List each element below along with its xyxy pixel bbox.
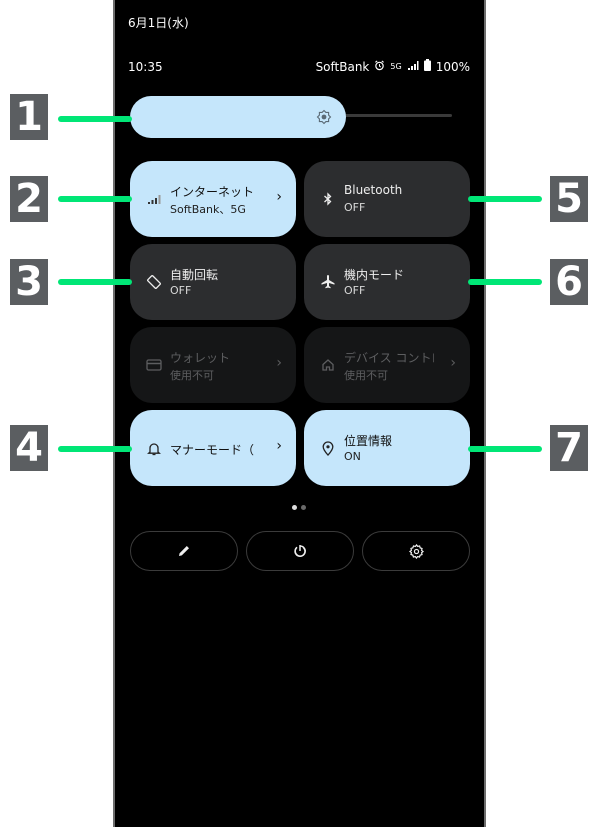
wallet-icon <box>144 355 164 375</box>
tile-bluetooth[interactable]: Bluetooth OFF <box>304 161 470 237</box>
tile-subtitle: OFF <box>344 284 366 297</box>
settings-button[interactable] <box>362 531 470 571</box>
chevron-right-icon: › <box>276 355 282 371</box>
tile-title: マナーモード（ <box>170 443 255 457</box>
date-label: 6月1日(水) <box>128 16 189 30</box>
battery-icon <box>423 59 431 74</box>
chevron-right-icon: › <box>276 189 282 205</box>
alarm-icon <box>374 59 385 74</box>
edit-button[interactable] <box>130 531 238 571</box>
airplane-icon <box>318 272 338 292</box>
power-icon <box>294 545 306 557</box>
tile-subtitle: 使用不可 <box>170 369 214 382</box>
tile-location[interactable]: 位置情報 ON <box>304 410 470 486</box>
location-pin-icon <box>318 438 338 458</box>
tile-subtitle: OFF <box>170 284 192 297</box>
tile-title: Bluetooth <box>344 183 403 197</box>
signal-icon <box>407 60 419 74</box>
chevron-right-icon: › <box>450 355 456 371</box>
tile-subtitle: OFF <box>344 201 366 214</box>
callout-line <box>468 446 542 452</box>
bell-icon <box>144 438 164 458</box>
tile-airplane-mode[interactable]: 機内モード OFF <box>304 244 470 320</box>
power-button[interactable] <box>246 531 354 571</box>
tile-subtitle: ON <box>344 450 361 463</box>
chevron-right-icon: › <box>276 438 282 454</box>
tile-device-controls: デバイス コントロール 使用不可 › <box>304 327 470 403</box>
status-bar: SoftBank 5G 100% <box>316 59 470 74</box>
callout-line <box>468 196 542 202</box>
brightness-track[interactable] <box>340 114 452 117</box>
bluetooth-icon <box>318 189 338 209</box>
callout-1: 1 <box>10 94 48 140</box>
page-dot-active <box>292 505 297 510</box>
network-type: 5G <box>390 62 402 71</box>
callout-7: 7 <box>550 425 588 471</box>
page-dot <box>301 505 306 510</box>
callout-line <box>58 279 132 285</box>
callout-line <box>58 196 132 202</box>
carrier-label: SoftBank <box>315 59 370 74</box>
tile-title: 位置情報 <box>344 434 393 448</box>
pencil-icon <box>179 546 189 556</box>
gear-icon <box>408 543 424 559</box>
callout-3: 3 <box>10 259 48 305</box>
tile-subtitle: SoftBank、5G <box>170 203 246 216</box>
signal-icon <box>144 189 164 209</box>
tile-internet[interactable]: インターネット SoftBank、5G › <box>130 161 296 237</box>
callout-line <box>58 116 132 122</box>
tile-title: 自動回転 <box>170 268 219 282</box>
tile-title: インターネット <box>170 185 255 199</box>
tile-title: ウォレット <box>170 351 231 365</box>
page-indicator <box>292 505 306 510</box>
battery-level: 100% <box>435 59 470 74</box>
callout-5: 5 <box>550 176 588 222</box>
tile-title: デバイス コントロール <box>344 351 434 365</box>
callout-line <box>58 446 132 452</box>
tile-title: 機内モード <box>344 268 405 282</box>
callout-6: 6 <box>550 259 588 305</box>
home-icon <box>318 355 338 375</box>
brightness-icon <box>316 109 332 125</box>
tile-manner-mode[interactable]: マナーモード（ › <box>130 410 296 486</box>
tile-auto-rotate[interactable]: 自動回転 OFF <box>130 244 296 320</box>
tile-wallet: ウォレット 使用不可 › <box>130 327 296 403</box>
callout-line <box>468 279 542 285</box>
clock: 10:35 <box>128 60 163 74</box>
tile-subtitle: 使用不可 <box>344 369 388 382</box>
rotate-icon <box>144 272 164 292</box>
brightness-slider[interactable] <box>130 96 346 138</box>
callout-2: 2 <box>10 176 48 222</box>
callout-4: 4 <box>10 425 48 471</box>
